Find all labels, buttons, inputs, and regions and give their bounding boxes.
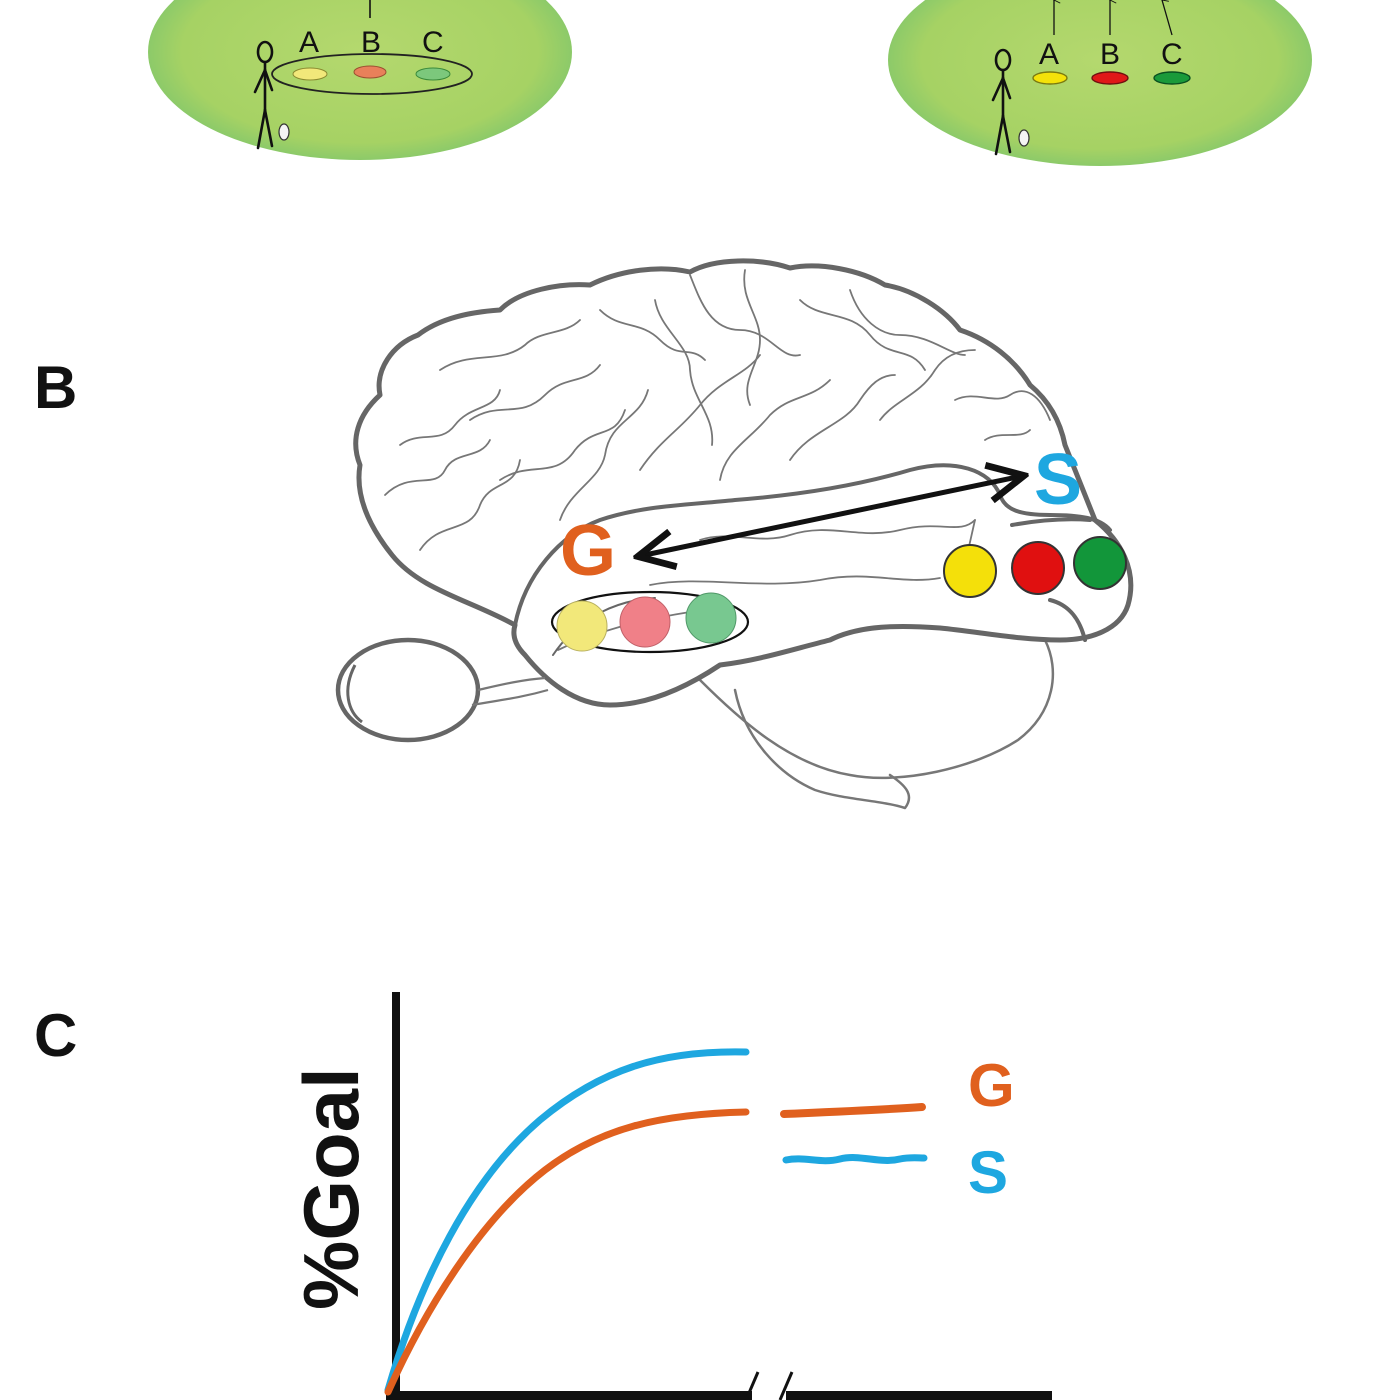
target-a xyxy=(292,67,328,81)
chart: %Goal G S xyxy=(287,992,1052,1400)
circle-green-faded xyxy=(685,592,737,644)
stick-figure-icon xyxy=(253,40,274,150)
target-b xyxy=(1091,71,1129,85)
ball-icon xyxy=(1018,129,1030,147)
scene-label-c: C xyxy=(422,26,444,59)
legend-label-s: S xyxy=(968,1139,1008,1206)
circle-red-faded xyxy=(619,596,671,648)
target-c xyxy=(1153,71,1191,85)
scene-label-b: B xyxy=(1100,38,1120,71)
series-s-curve xyxy=(384,1048,750,1394)
target-a xyxy=(1032,71,1068,85)
target-b xyxy=(353,65,387,79)
axis-break-mark xyxy=(744,1371,760,1400)
grouping-ellipse xyxy=(271,53,473,95)
legend-label-g: G xyxy=(968,1052,1015,1119)
ball-icon xyxy=(278,123,290,141)
scene-right: A B C xyxy=(888,0,1312,166)
scene-left: A B C xyxy=(148,0,572,160)
scene-label-c: C xyxy=(1161,38,1183,71)
scene-label-a: A xyxy=(1039,38,1059,71)
scene-label-a: A xyxy=(299,26,319,59)
circle-green xyxy=(1073,536,1127,590)
circle-yellow-faded xyxy=(556,600,608,652)
axis-break-mark xyxy=(778,1371,794,1400)
series-g-curve xyxy=(384,1108,750,1396)
brainstem xyxy=(733,688,911,810)
series-g-plateau xyxy=(780,1103,926,1118)
brain-outline xyxy=(353,258,1134,708)
target-c xyxy=(415,67,451,81)
panel-letter-c: C xyxy=(34,1002,77,1069)
stick-figure-icon xyxy=(991,48,1012,156)
brain-label-g: G xyxy=(560,511,616,591)
cerebellum xyxy=(698,638,1055,780)
arrow-c xyxy=(1162,0,1173,36)
field-left xyxy=(148,0,572,160)
circle-yellow xyxy=(943,544,997,598)
y-axis-label: %Goal xyxy=(287,1067,375,1310)
brain-label-s: S xyxy=(1034,440,1082,520)
temporal-lower xyxy=(1048,598,1087,642)
double-arrow xyxy=(640,476,1022,556)
eye-icon xyxy=(335,637,549,743)
series-s-plateau xyxy=(782,1154,928,1165)
brain-diagram: G S xyxy=(335,258,1134,810)
circle-red xyxy=(1011,541,1065,595)
grouping-ellipse xyxy=(550,590,750,654)
panel-letter-b: B xyxy=(34,354,77,421)
scene-label-b: B xyxy=(361,26,381,59)
temporal-inner xyxy=(1010,517,1092,527)
